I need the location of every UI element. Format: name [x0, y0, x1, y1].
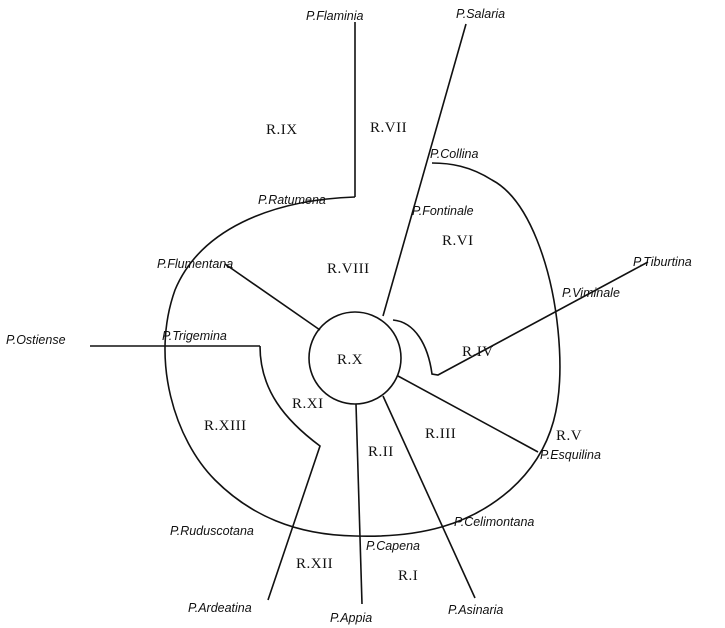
line-asinaria [382, 395, 476, 599]
gate-flaminia: P.Flaminia [306, 9, 363, 23]
center-circle [308, 311, 402, 405]
gate-trigemina: P.Trigemina [162, 329, 227, 343]
line-salaria [382, 23, 467, 317]
region-vii: R.VII [370, 120, 407, 136]
region-ix: R.IX [266, 122, 298, 138]
gate-salaria: P.Salaria [456, 7, 505, 21]
region-i: R.I [398, 568, 418, 584]
region-vi: R.VI [442, 233, 474, 249]
region-x: R.X [337, 352, 363, 368]
gate-celimontana: P.Celimontana [454, 515, 534, 529]
gate-ardeatina: P.Ardeatina [188, 601, 252, 615]
region-viii: R.VIII [327, 261, 370, 277]
region-v: R.V [556, 428, 582, 444]
gate-ratumena: P.Ratumena [258, 193, 326, 207]
line-viminale [392, 261, 649, 376]
gate-collina: P.Collina [430, 147, 478, 161]
outer-wall [164, 162, 561, 537]
region-iv: R.IV [462, 344, 494, 360]
gate-esquilina: P.Esquilina [540, 448, 601, 462]
line-trigemina-arc [259, 345, 321, 601]
gate-viminale: P.Viminale [562, 286, 620, 300]
gate-fontinale: P.Fontinale [412, 204, 474, 218]
region-xi: R.XI [292, 396, 324, 412]
region-xiii: R.XIII [204, 418, 247, 434]
gate-flumentana: P.Flumentana [157, 257, 233, 271]
gate-appia: P.Appia [330, 611, 372, 625]
gate-tiburtina: P.Tiburtina [633, 255, 692, 269]
line-appia [355, 403, 363, 605]
region-iii: R.III [425, 426, 456, 442]
line-flumentana [224, 263, 321, 331]
line-esquilina [397, 375, 539, 453]
gate-ruduscotana: P.Ruduscotana [170, 524, 254, 538]
region-ii: R.II [368, 444, 394, 460]
gate-asinaria: P.Asinaria [448, 603, 503, 617]
region-xii: R.XII [296, 556, 333, 572]
gate-ostiense: P.Ostiense [6, 333, 66, 347]
gate-capena: P.Capena [366, 539, 420, 553]
